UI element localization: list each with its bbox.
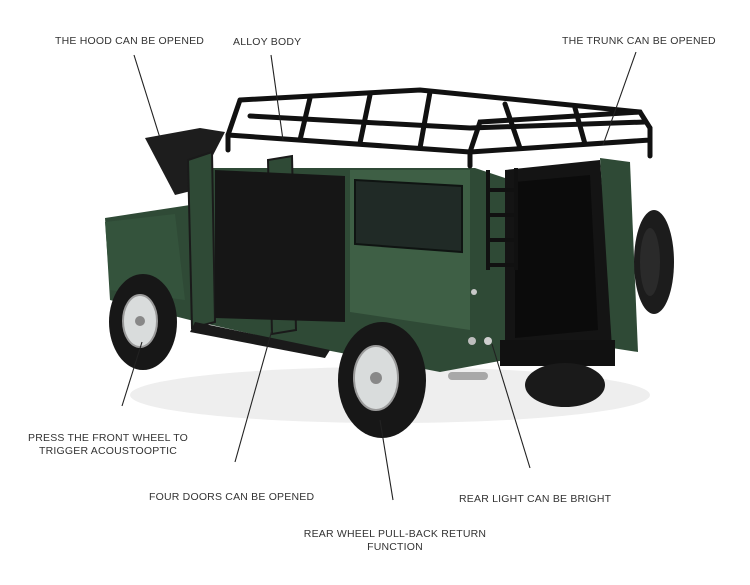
front-wheel-annotation-line1: PRESS THE FRONT WHEEL TO — [28, 432, 188, 444]
leader-lines — [121, 51, 637, 501]
rear-ladder — [486, 168, 518, 270]
side-window — [354, 178, 463, 254]
doors-annotation: FOUR DOORS CAN BE OPENED — [149, 491, 315, 503]
rear-wheel-annotation-line2: FUNCTION — [367, 541, 423, 553]
rear-light — [484, 337, 492, 345]
hood-annotation: THE HOOD CAN BE OPENED — [55, 35, 205, 47]
front-door — [186, 150, 217, 330]
rear-wheel — [338, 322, 426, 438]
trunk-annotation: THE TRUNK CAN BE OPENED — [562, 35, 716, 47]
vehicle-body — [105, 128, 674, 380]
front-wheel — [109, 274, 177, 370]
front-wheel-annotation-line2: TRIGGER ACOUSTOOPTIC — [39, 445, 177, 457]
rear-light-annotation: REAR LIGHT CAN BE BRIGHT — [459, 493, 612, 505]
roof-rack — [225, 87, 653, 169]
front-wheel-annotation: PRESS THE FRONT WHEEL TO TRIGGER ACOUSTO… — [28, 432, 188, 458]
alloy-body-annotation: ALLOY BODY — [233, 36, 302, 48]
rear-wheel-annotation: REAR WHEEL PULL-BACK RETURN FUNCTION — [300, 528, 490, 554]
rear-wheel-annotation-line1: REAR WHEEL PULL-BACK RETURN — [303, 528, 487, 540]
rear-right-wheel — [525, 363, 605, 407]
